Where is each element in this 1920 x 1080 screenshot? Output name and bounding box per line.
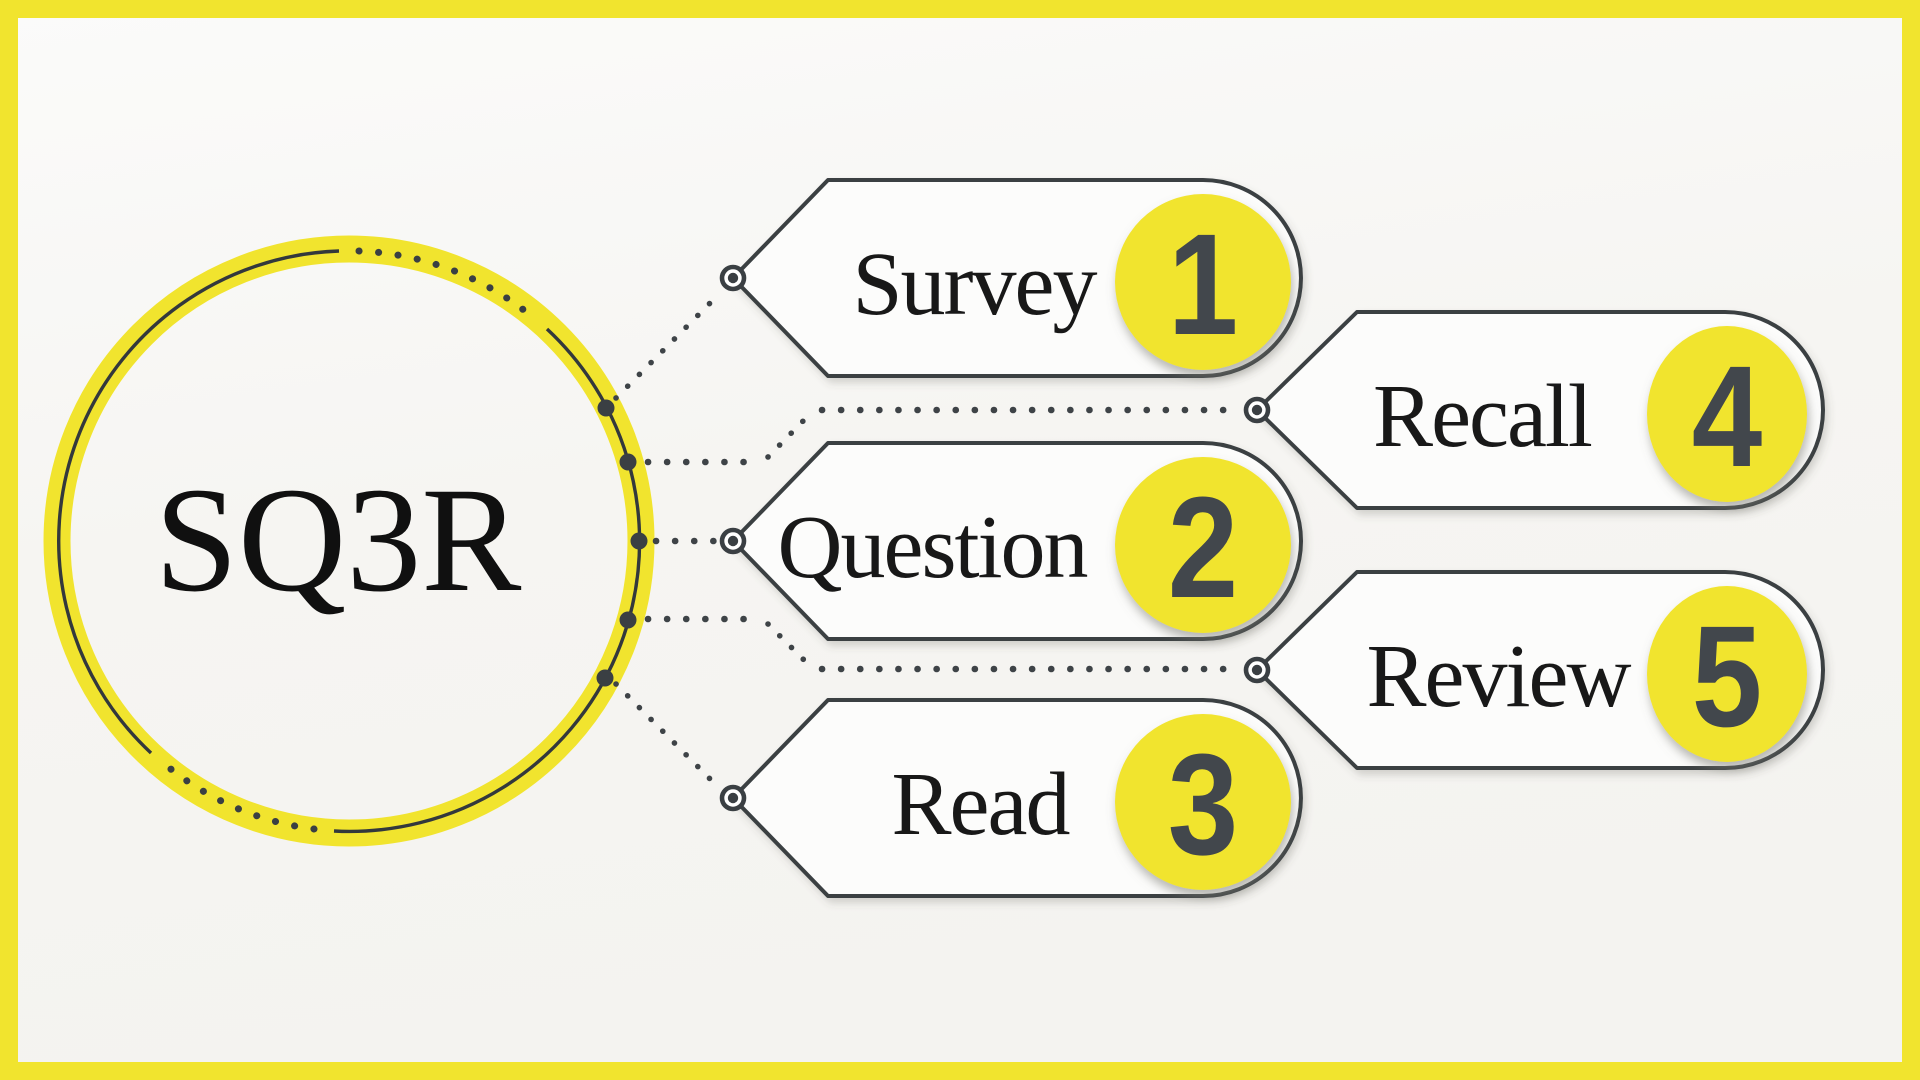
step-question-label: Question: [778, 498, 1088, 597]
step-read-label: Read: [892, 755, 1070, 854]
step-review-label: Review: [1367, 627, 1632, 726]
step-read-number-badge: [1115, 714, 1291, 890]
step-survey-label: Survey: [853, 235, 1098, 334]
step-survey-point-marker: [719, 264, 747, 292]
step-read-number: 3: [1168, 723, 1238, 884]
step-recall-number: 4: [1692, 335, 1762, 496]
central-circle-arc-right: [333, 327, 642, 834]
step-recall: Recall 4: [1243, 310, 1825, 510]
step-survey-number-badge: [1115, 194, 1291, 370]
central-circle: SQ3R: [43, 235, 655, 847]
connectors: [613, 289, 1242, 793]
connector-node-3: [630, 532, 648, 550]
step-question-point-marker: [719, 527, 747, 555]
central-circle-arc-dotted-top: [355, 247, 539, 323]
step-recall-label: Recall: [1373, 367, 1592, 466]
step-survey-number: 1: [1168, 203, 1238, 364]
step-review-number: 5: [1692, 595, 1762, 756]
step-survey: Survey 1: [719, 178, 1303, 378]
central-circle-arc-left: [57, 249, 340, 755]
step-review-point-marker: [1243, 656, 1271, 684]
connector-node-1: [597, 399, 615, 417]
connector-node-4: [619, 611, 637, 629]
central-circle-arc-dotted-bottom: [163, 762, 318, 833]
step-question-number-badge: [1115, 457, 1291, 633]
step-review-number-badge: [1647, 586, 1807, 762]
step-recall-point-marker: [1243, 396, 1271, 424]
step-read-point-marker: [719, 784, 747, 812]
connector-node-5: [596, 669, 614, 687]
diagram-title: SQ3R: [155, 457, 522, 623]
connector-node-2: [619, 453, 637, 471]
step-question-number: 2: [1168, 466, 1238, 627]
step-recall-number-badge: [1647, 326, 1807, 502]
step-review: Review 5: [1243, 570, 1825, 770]
step-read: Read 3: [719, 698, 1303, 898]
step-question: Question 2: [719, 441, 1303, 641]
